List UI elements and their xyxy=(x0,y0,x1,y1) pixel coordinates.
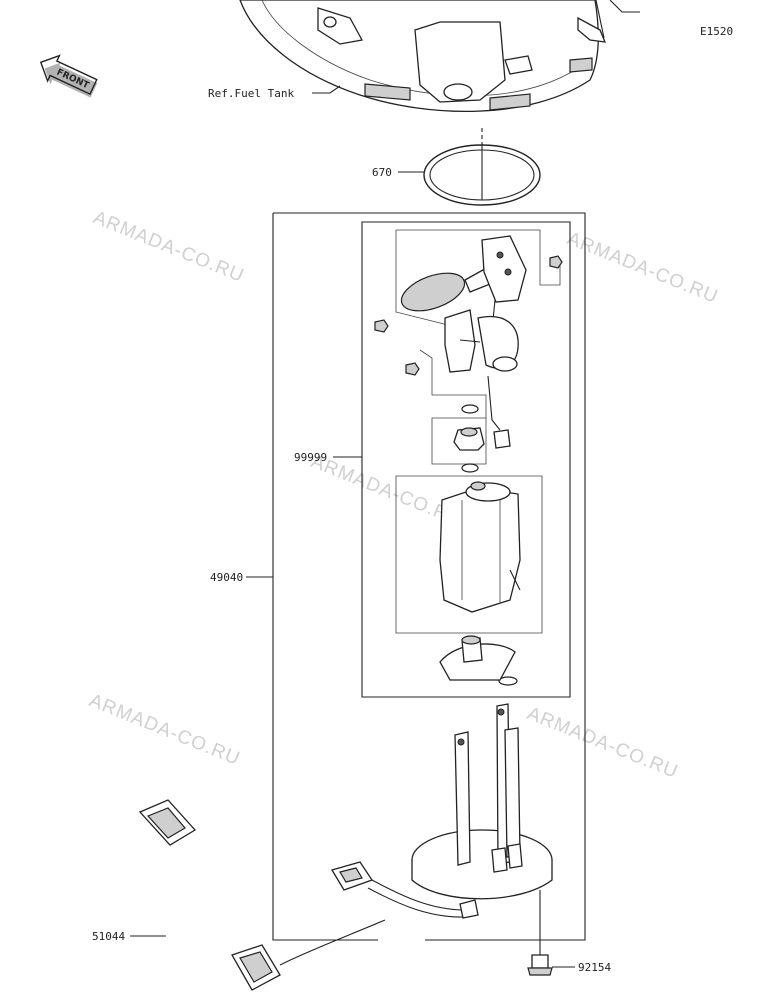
pump-motor xyxy=(444,309,519,431)
frame-99999 xyxy=(361,221,571,698)
callout-51044: 51044 xyxy=(92,930,125,943)
callout-92154: 92154 xyxy=(578,961,611,974)
pump-filter xyxy=(439,635,516,681)
watermark-1: ARMADA-CO.RU xyxy=(90,207,247,287)
o-ring-lower xyxy=(498,676,518,686)
ref-fuel-tank-label: Ref.Fuel Tank xyxy=(208,87,294,100)
watermark-2: ARMADA-CO.RU xyxy=(564,228,721,308)
bolt-92154 xyxy=(527,890,553,976)
o-ring-middle xyxy=(461,463,479,473)
diagram-code: E1520 xyxy=(700,25,733,38)
front-arrow-icon: FRONT xyxy=(39,54,98,98)
callout-99999: 99999 xyxy=(294,451,327,464)
pump-mounting-plate xyxy=(411,703,553,900)
nut-left xyxy=(374,319,389,333)
watermark-4: ARMADA-CO.RU xyxy=(86,690,243,770)
pressure-regulator xyxy=(453,427,511,451)
fuel-tank xyxy=(239,0,640,113)
o-ring-upper xyxy=(461,404,479,414)
callout-670: 670 xyxy=(372,166,392,179)
watermark-5: ARMADA-CO.RU xyxy=(524,703,681,783)
nut-upper-right xyxy=(549,255,563,269)
lead-harness xyxy=(138,799,386,991)
frame-49040 xyxy=(272,212,586,941)
gasket-670 xyxy=(423,144,541,206)
callout-49040: 49040 xyxy=(210,571,243,584)
fuel-pump-body xyxy=(439,481,521,613)
nut-lower-left xyxy=(405,362,420,376)
fuel-level-sender xyxy=(400,235,527,351)
plate-connector xyxy=(331,861,479,919)
